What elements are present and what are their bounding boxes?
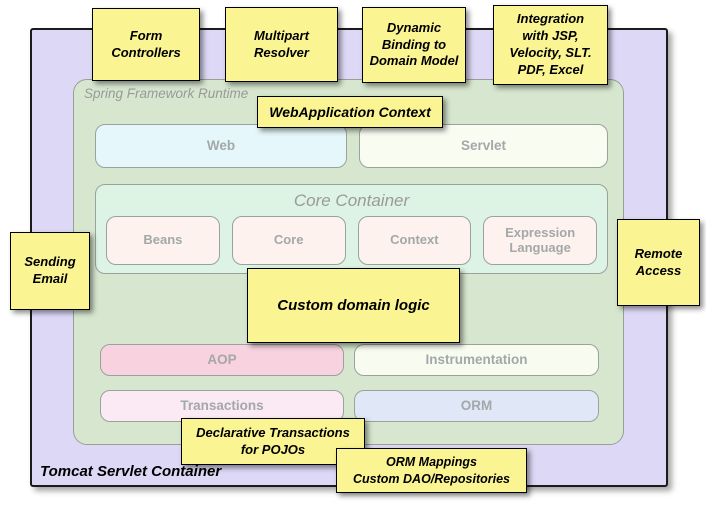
note-declarative-transactions: Declarative Transactions for POJOs — [181, 418, 365, 465]
transactions-module-box: Transactions — [100, 390, 344, 422]
orm-module-label: ORM — [460, 398, 493, 414]
beans-label: Beans — [143, 232, 183, 248]
note-webapplication-context: WebApplication Context — [257, 96, 443, 128]
orm-module-box: ORM — [354, 390, 599, 422]
core-child-beans: Beans — [106, 216, 220, 265]
note-dynamic-binding: Dynamic Binding to Domain Model — [362, 7, 466, 83]
context-label: Context — [390, 232, 439, 248]
core-child-expression-language: Expression Language — [483, 216, 597, 265]
note-remote-access: Remote Access — [617, 219, 700, 306]
servlet-module-box: Servlet — [359, 124, 608, 168]
spring-runtime-box: Spring Framework Runtime Web Servlet Cor… — [73, 79, 624, 445]
instrumentation-module-label: Instrumentation — [425, 352, 528, 368]
note-custom-domain-logic: Custom domain logic — [247, 268, 460, 343]
instrumentation-module-box: Instrumentation — [354, 344, 599, 376]
note-multipart-resolver: Multipart Resolver — [225, 7, 338, 82]
core-container-children: Beans Core Context Expression Language — [106, 216, 597, 265]
note-orm-mappings: ORM Mappings Custom DAO/Repositories — [336, 448, 527, 493]
core-container-label: Core Container — [293, 191, 410, 210]
note-sending-email: Sending Email — [10, 232, 90, 310]
core-label: Core — [273, 232, 304, 248]
note-integration-views: Integration with JSP, Velocity, SLT. PDF… — [493, 5, 608, 85]
core-child-context: Context — [357, 216, 472, 265]
aop-module-label: AOP — [207, 352, 237, 368]
transactions-module-label: Transactions — [180, 398, 264, 414]
web-module-box: Web — [95, 124, 347, 168]
web-module-label: Web — [206, 138, 236, 154]
note-form-controllers: Form Controllers — [92, 8, 200, 81]
servlet-module-label: Servlet — [460, 138, 507, 154]
tomcat-container-label: Tomcat Servlet Container — [40, 463, 222, 480]
expression-language-label: Expression Language — [505, 224, 576, 255]
core-container-box: Core Container Beans Core Context Expres… — [95, 184, 608, 274]
spring-runtime-label: Spring Framework Runtime — [84, 86, 249, 101]
core-child-core: Core — [231, 216, 346, 265]
aop-module-box: AOP — [100, 344, 344, 376]
